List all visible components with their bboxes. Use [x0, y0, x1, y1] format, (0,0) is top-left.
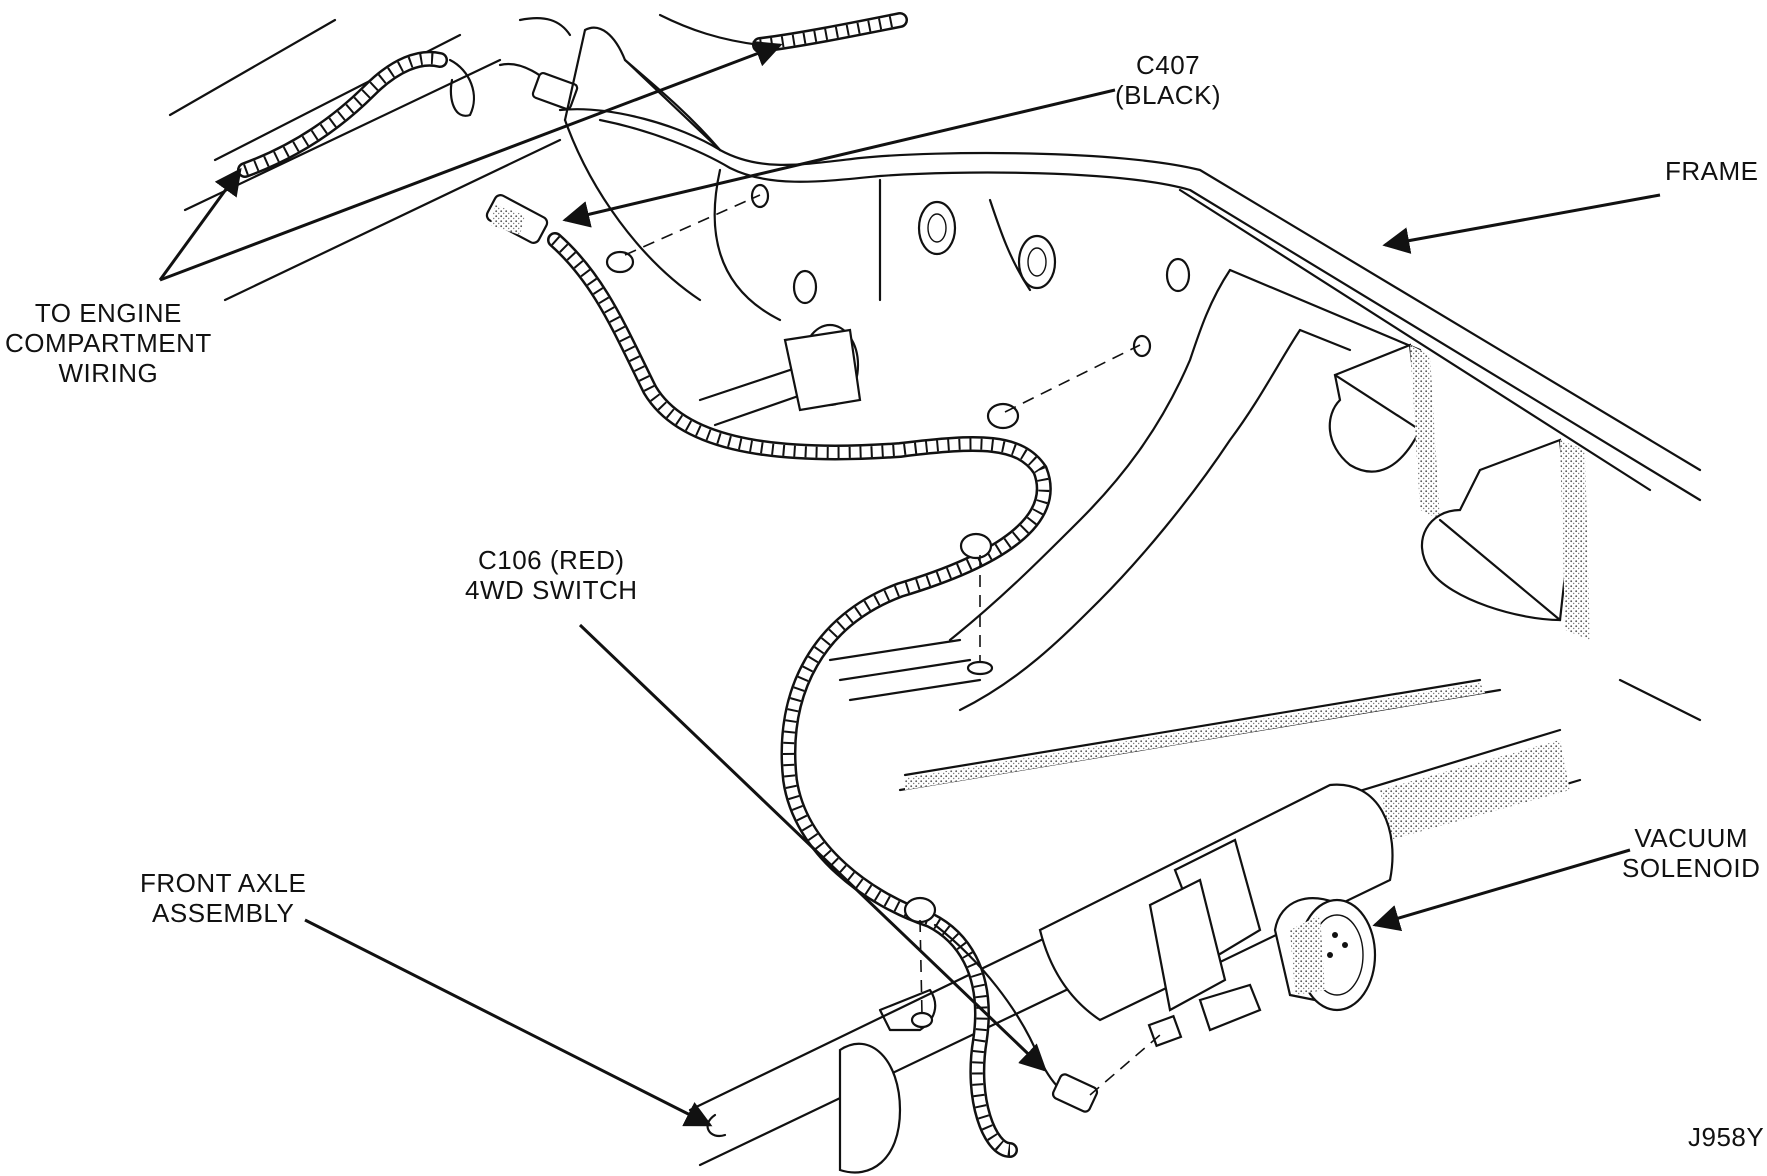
front-axle [690, 730, 1580, 1173]
label-frame-text: FRAME [1665, 156, 1759, 186]
label-c407: C407 (BLACK) [1115, 50, 1221, 110]
label-engine-wiring-line3: WIRING [58, 358, 159, 388]
label-c407-line2: (BLACK) [1115, 80, 1222, 110]
label-vacuum-solenoid: VACUUM SOLENOID [1622, 823, 1760, 883]
background-lines [170, 20, 560, 300]
label-front-axle-line1: FRONT AXLE [140, 868, 307, 898]
figure-id: J958Y [1688, 1122, 1764, 1152]
label-c106-line2: 4WD SWITCH [465, 575, 638, 605]
label-front-axle-line2: ASSEMBLY [152, 898, 295, 928]
main-harness [485, 193, 1160, 1150]
label-c106: C106 (RED) 4WD SWITCH [465, 545, 638, 605]
label-engine-wiring: TO ENGINE COMPARTMENT WIRING [5, 298, 212, 388]
label-engine-wiring-line1: TO ENGINE [34, 298, 182, 328]
vehicle-frame [560, 28, 1700, 790]
label-c407-line1: C407 [1135, 50, 1201, 80]
label-vacuum-solenoid-line1: VACUUM [1634, 823, 1749, 853]
figure-id-text: J958Y [1688, 1122, 1765, 1152]
engine-compartment-harness [245, 15, 900, 170]
label-vacuum-solenoid-line2: SOLENOID [1622, 853, 1761, 883]
label-frame: FRAME [1665, 156, 1759, 186]
leader-lines [160, 40, 1660, 1125]
label-front-axle: FRONT AXLE ASSEMBLY [140, 868, 306, 928]
label-engine-wiring-line2: COMPARTMENT [5, 328, 212, 358]
label-c106-line1: C106 (RED) [477, 545, 625, 575]
